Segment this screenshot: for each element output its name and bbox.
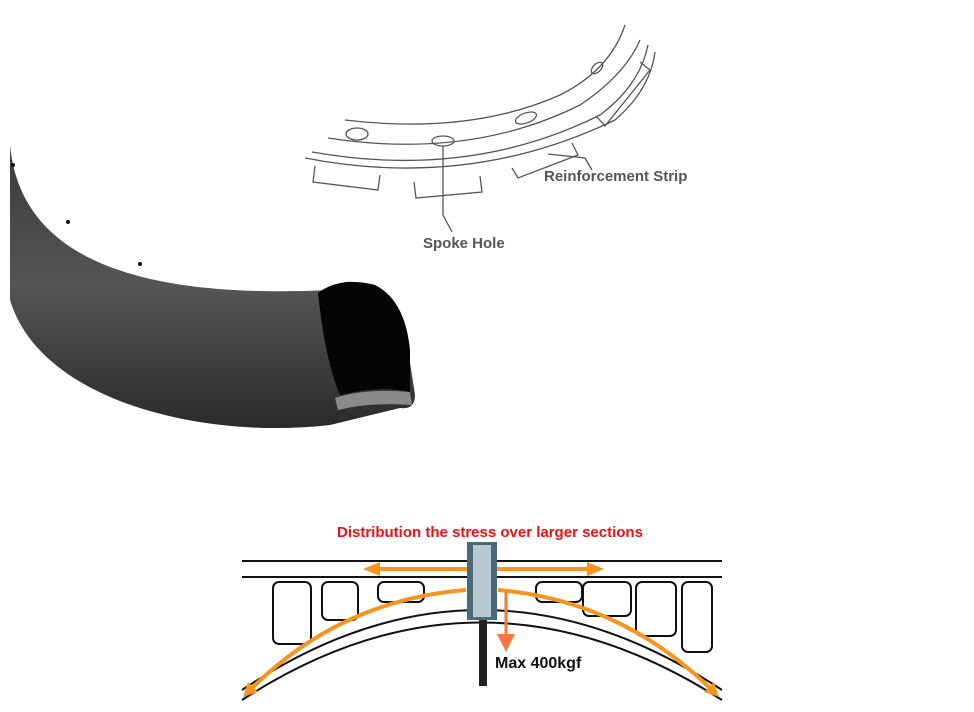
spoke-nipple bbox=[467, 542, 497, 686]
spoke-hole-label: Spoke Hole bbox=[423, 235, 505, 252]
stress-diagram-title: Distribution the stress over larger sect… bbox=[337, 524, 643, 541]
reinforcement-strip-label: Reinforcement Strip bbox=[544, 168, 688, 185]
load-arrow bbox=[497, 592, 515, 652]
max-load-label: Max 400kgf bbox=[495, 655, 582, 672]
stress-arrows bbox=[243, 562, 719, 697]
